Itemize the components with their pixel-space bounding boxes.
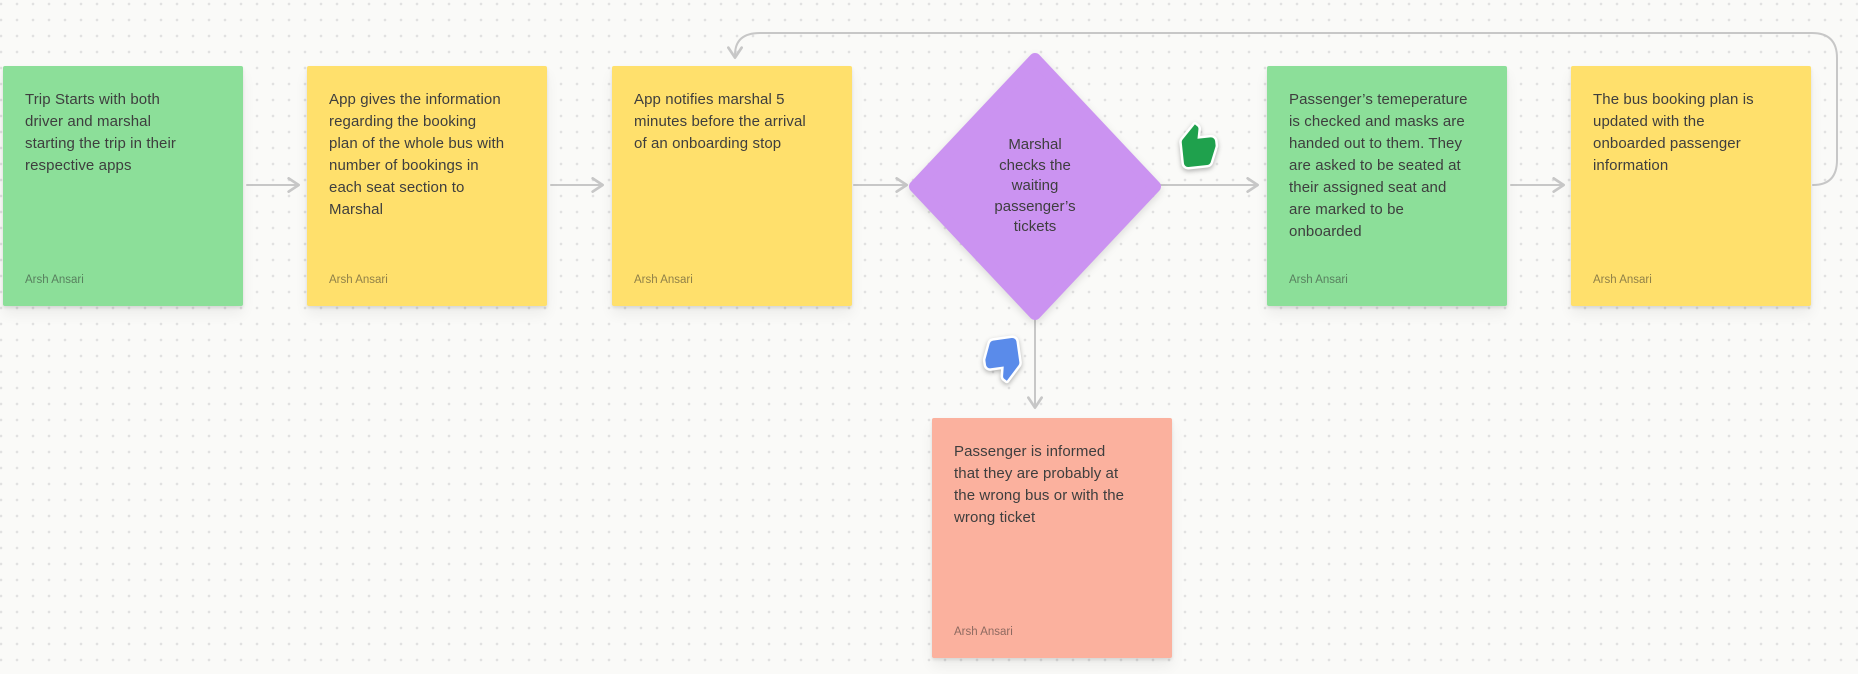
diamond-shape-graphic <box>909 53 1161 320</box>
sticky-note-text: App notifies marshal 5 minutes before th… <box>634 91 806 152</box>
sticky-note-author: Arsh Ansari <box>1593 274 1652 286</box>
sticky-note-wrong-bus[interactable]: Passenger is informed that they are prob… <box>932 418 1172 658</box>
sticky-note-author: Arsh Ansari <box>954 626 1013 638</box>
thumbs-up-icon[interactable] <box>1174 121 1224 172</box>
thumbs-down-icon[interactable] <box>979 333 1029 384</box>
connector-loop-back-to-notification[interactable] <box>727 32 1838 186</box>
sticky-note-booking-plan[interactable]: App gives the information regarding the … <box>307 66 547 306</box>
sticky-note-text: Trip Starts with both driver and marshal… <box>25 91 177 174</box>
sticky-note-author: Arsh Ansari <box>329 274 388 286</box>
decision-text: Marshal checks the waiting passenger’s t… <box>994 136 1076 236</box>
sticky-note-arrival-notification[interactable]: App notifies marshal 5 minutes before th… <box>612 66 852 306</box>
decision-diamond-ticket-check[interactable]: Marshal checks the waiting passenger’s t… <box>908 52 1162 321</box>
sticky-note-text: Passenger’s temeperature is checked and … <box>1289 91 1468 240</box>
sticky-note-author: Arsh Ansari <box>1289 274 1348 286</box>
sticky-note-author: Arsh Ansari <box>25 274 84 286</box>
sticky-note-text: Passenger is informed that they are prob… <box>954 443 1125 526</box>
sticky-note-plan-updated[interactable]: The bus booking plan is updated with the… <box>1571 66 1811 306</box>
sticky-note-author: Arsh Ansari <box>634 274 693 286</box>
sticky-note-onboarding-checks[interactable]: Passenger’s temeperature is checked and … <box>1267 66 1507 306</box>
sticky-note-text: App gives the information regarding the … <box>329 91 505 218</box>
sticky-note-text: The bus booking plan is updated with the… <box>1593 91 1754 174</box>
sticky-note-trip-start[interactable]: Trip Starts with both driver and marshal… <box>3 66 243 306</box>
